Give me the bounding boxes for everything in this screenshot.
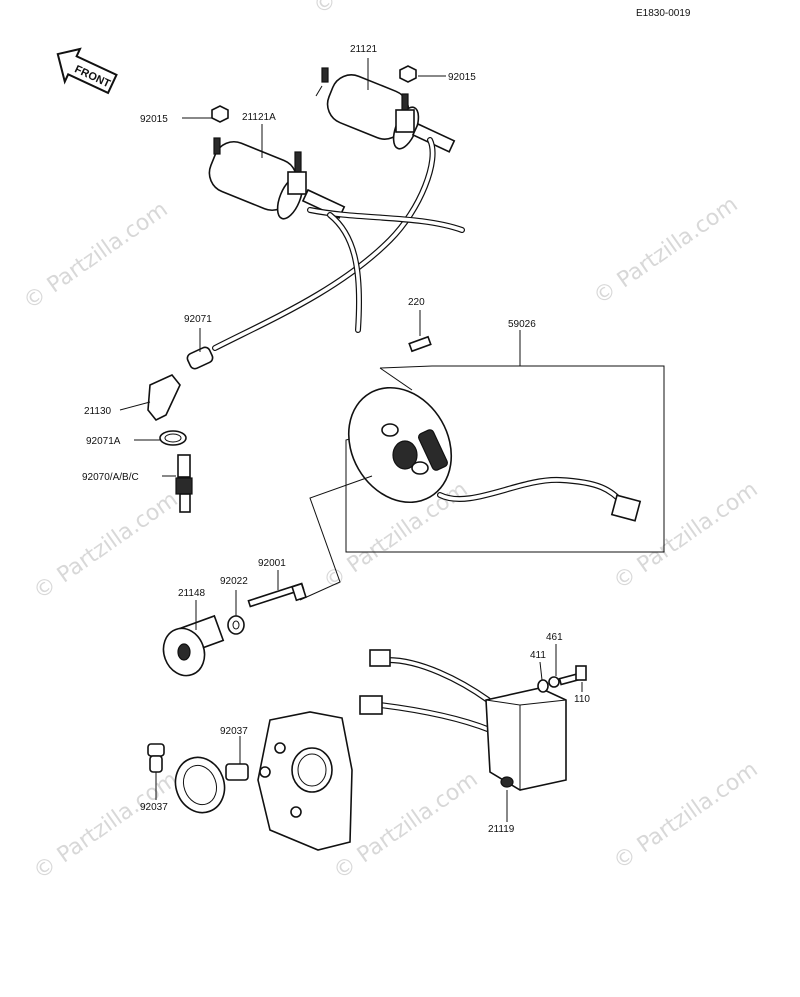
watermark: © Partzilla.com [609, 757, 762, 875]
cover-plate [257, 711, 353, 851]
spark-plug [175, 454, 193, 513]
label-92022: 92022 [220, 576, 248, 587]
label-92015-left: 92015 [140, 114, 168, 125]
ignition-leads [212, 137, 465, 351]
label-92071: 92071 [184, 314, 212, 325]
label-92071A: 92071A [86, 436, 121, 447]
ignition-coil-left [208, 137, 346, 220]
label-411: 411 [530, 650, 546, 661]
leader-stator-bolt [299, 475, 373, 601]
pickup-cover [174, 756, 226, 814]
watermark: © Partzilla.com [19, 197, 172, 315]
label-21121A: 21121A [242, 112, 276, 123]
leader-lines [119, 58, 583, 822]
bolt-220 [408, 335, 432, 353]
regulator-21119 [359, 649, 567, 791]
plug-cap-92071 [186, 346, 214, 370]
clamp-92037-a [225, 763, 249, 781]
bolt-92001 [247, 582, 307, 608]
watermark: © Partzilla.com [309, 0, 462, 20]
watermark: © Partzilla.com [29, 487, 182, 605]
label-21130: 21130 [84, 406, 112, 417]
plug-cap-21130 [147, 374, 181, 422]
watermark: © Partzilla.com [609, 477, 762, 595]
part-labels: 21121 92015 92015 21121A 92071 21130 920… [82, 44, 590, 835]
stator-59026 [345, 365, 665, 553]
hardware-461-411-110 [537, 665, 587, 693]
watermark: © Partzilla.com [589, 192, 742, 310]
clamp-92037-b [147, 743, 165, 773]
label-21121: 21121 [350, 44, 378, 55]
seal-92071A [159, 430, 187, 446]
front-arrow: FRONT [56, 47, 118, 95]
label-461: 461 [546, 632, 563, 643]
rotor-21148 [162, 614, 225, 677]
ignition-coil-right [315, 67, 456, 153]
label-21148: 21148 [178, 588, 206, 599]
nut-92015-left [211, 105, 229, 123]
label-92015-top: 92015 [448, 72, 476, 83]
washer-92022 [227, 615, 245, 635]
nut-92015-top [399, 65, 417, 83]
label-110: 110 [574, 694, 590, 705]
label-92037-b: 92037 [140, 802, 168, 813]
label-21119: 21119 [488, 824, 515, 835]
watermark: © Partzilla.com [29, 767, 182, 885]
diagram-code: E1830-0019 [636, 8, 691, 19]
label-220: 220 [408, 297, 425, 308]
label-92070: 92070/A/B/C [82, 472, 139, 483]
label-92037-a: 92037 [220, 726, 248, 737]
label-92001: 92001 [258, 558, 286, 569]
label-59026: 59026 [508, 319, 536, 330]
